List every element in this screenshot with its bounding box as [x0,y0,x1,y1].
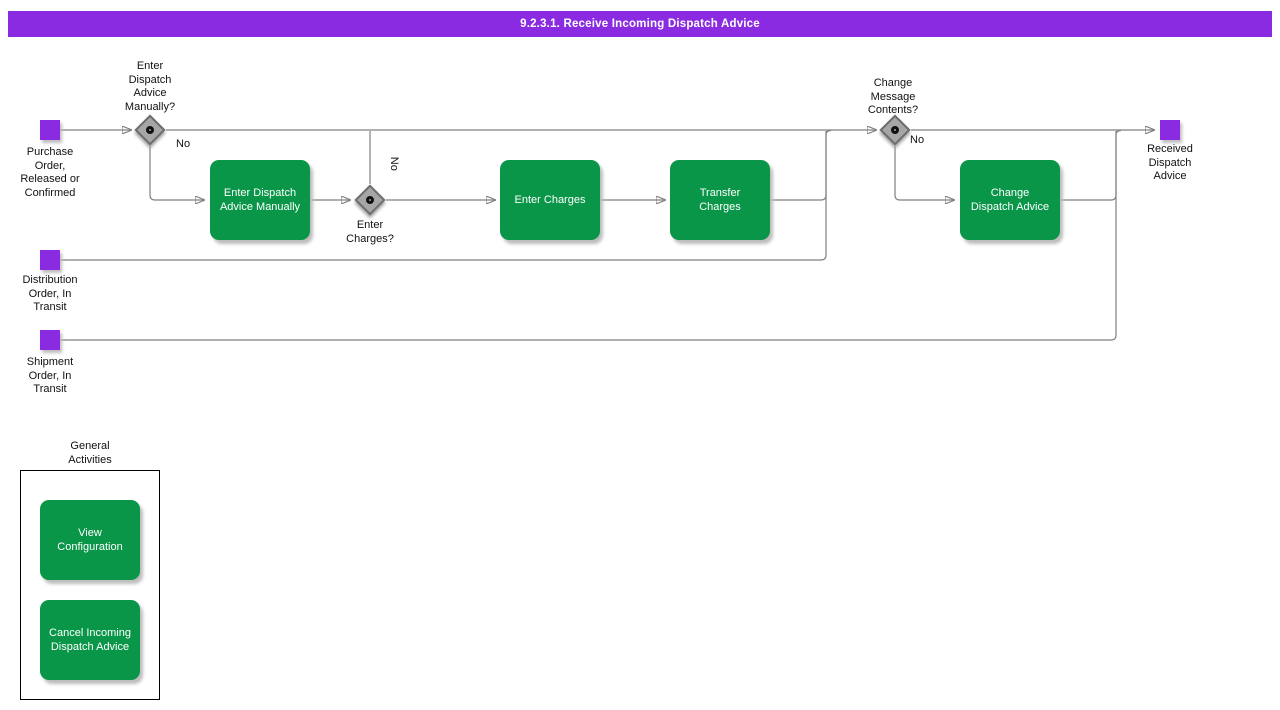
edge-shipment-to-merge [60,129,1122,341]
decision-enter-charges-label: Enter Charges? [346,219,394,245]
diagram-title-bar: 9.2.3.1. Receive Incoming Dispatch Advic… [8,11,1272,37]
edge-decision3-yes-to-change-dispatch [894,146,954,200]
start-event-distribution-order-label: Distribution Order, In Transit [22,274,78,313]
general-activities-heading: General Activities [68,440,112,466]
decision-enter-dispatch-manually-no-label: No [176,138,191,150]
edge-distribution-to-merge [60,129,832,261]
decision-change-message-contents-no-label: No [910,134,925,146]
activity-enter-dispatch-advice-manually[interactable]: Enter Dispatch Advice Manually [210,160,310,240]
start-event-purchase-order-label: Purchase Order, Released or Confirmed [20,146,80,199]
start-event-distribution-order [40,250,60,270]
end-event-received-dispatch-advice [1160,120,1180,140]
decision-enter-dispatch-advice-manually-label: Enter Dispatch Advice Manually? [124,60,176,113]
activity-transfer-charges[interactable]: Transfer Charges [670,160,770,240]
decision-enter-charges-no-label: No [387,156,400,171]
edge-decision1-yes-to-enter-dispatch [149,146,204,200]
general-activity-cancel-incoming-dispatch-advice[interactable]: Cancel Incoming Dispatch Advice [40,600,140,680]
edge-change-dispatch-to-merge [1060,131,1117,201]
decision-change-message-contents-label: Change Message Contents? [867,77,919,116]
end-event-received-dispatch-advice-label: Received Dispatch Advice [1147,143,1193,182]
start-event-shipment-order [40,330,60,350]
decision-ring-icon [366,196,374,204]
edge-transfer-charges-to-merge [770,131,827,201]
decision-ring-icon [146,126,154,134]
diagram-title: 9.2.3.1. Receive Incoming Dispatch Advic… [520,18,760,30]
activity-enter-charges[interactable]: Enter Charges [500,160,600,240]
decision-ring-icon [891,126,899,134]
activity-change-dispatch-advice[interactable]: Change Dispatch Advice [960,160,1060,240]
start-event-shipment-order-label: Shipment Order, In Transit [26,356,74,395]
general-activity-view-configuration[interactable]: View Configuration [40,500,140,580]
start-event-purchase-order [40,120,60,140]
